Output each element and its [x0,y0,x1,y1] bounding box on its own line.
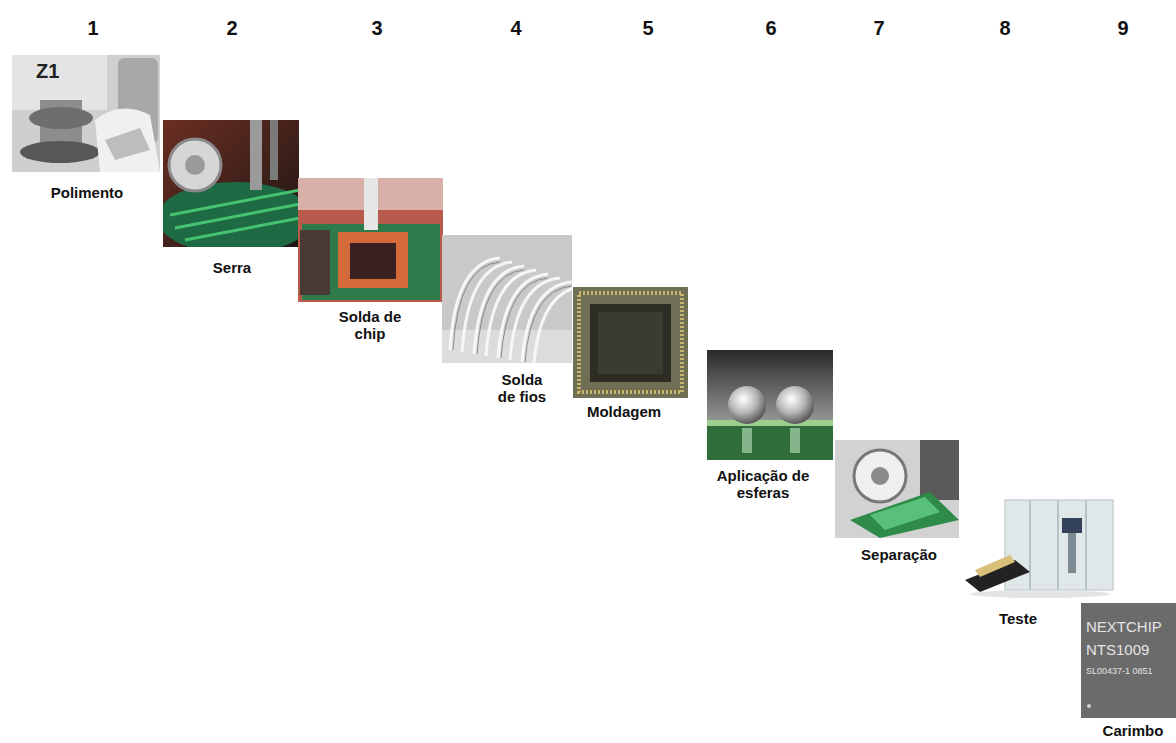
photo-ground [707,350,833,425]
ball-attach-photo [707,350,833,460]
step-number: 4 [496,17,536,39]
photo-ground [298,178,443,302]
step-photo-frame: Serra [163,120,299,276]
step-number: 2 [212,17,252,39]
saw-photo [163,120,299,247]
machine-marking: Z1 [36,60,59,82]
monitor-stand [1068,533,1076,573]
solder-ball [776,386,814,424]
machine-part [920,440,959,500]
machine-part [105,128,150,160]
molding-photo [573,287,688,398]
saw-arm [270,120,278,180]
reflection [790,428,800,453]
step-caption: Teste [973,610,1063,627]
wafer [163,182,299,247]
photo-ground [962,497,1116,598]
die-bond-photo [298,178,443,302]
saw-hub [185,155,205,175]
step-caption: Carimbo [1088,722,1176,739]
machine-part [29,107,93,129]
cabinet-panels [1030,500,1086,590]
step-number: 1 [73,17,113,39]
board-edge [707,420,833,426]
wafer-lines [170,190,299,240]
step-number: 9 [1103,17,1143,39]
pin-one-dot [1087,704,1091,708]
step-photo-frame: Moldagem [573,287,688,420]
step-number: 3 [357,17,397,39]
floor-shadow [970,590,1110,598]
solder-ball [728,386,766,424]
marked-chip [1081,603,1176,718]
chip-marking: SL00437-1 0851 [1086,667,1153,677]
step-photo-frame: Separação [835,440,959,563]
step-caption: Separação [844,546,954,563]
package [573,287,688,398]
wire-bond-photo [442,235,572,363]
chip-marking: NEXTCHIP [1086,619,1162,636]
chip [350,243,396,279]
step-number: 7 [859,17,899,39]
bond-head [364,178,378,230]
step-number: 5 [628,17,668,39]
step-caption: Solda de fios [491,371,553,405]
step-caption: Moldagem [574,403,674,420]
machine-part [95,109,160,172]
saw-disk [854,450,906,502]
bond-wires [450,258,572,363]
step-caption: Aplicação de esferas [698,467,828,501]
package-pins [579,293,682,392]
machine-part [300,230,330,295]
saw-arm [250,120,262,190]
saw-disk [169,139,221,191]
test-head-part [975,555,1015,577]
tester-cabinet [1005,500,1113,590]
machine-part [20,141,100,163]
step-photo-frame: Solda de fios [442,235,572,405]
wire-shadows [453,262,572,362]
photo-ground [835,440,959,538]
tester-photo [962,497,1116,598]
chip-frame [338,232,408,288]
photo-ground [12,55,160,172]
chip-marking: NTS1009 [1086,642,1149,659]
step-photo-frame: Solda de chip [298,178,443,342]
marking-photo [1081,603,1176,718]
step-caption: Solda de chip [330,308,410,342]
step-caption: Polimento [27,184,147,201]
polishing-photo [12,55,160,172]
step-caption: Serra [177,259,287,276]
step-number: 8 [985,17,1025,39]
board [707,420,833,460]
photo-ground [442,235,572,363]
monitor [1062,518,1082,533]
package-body [590,304,671,382]
saw-hub [871,467,889,485]
step-photo-frame: Polimento [12,55,160,201]
step-photo-frame: Teste [962,497,1116,627]
reflection [742,428,752,453]
die-area [598,312,663,374]
step-photo-frame: Aplicação de esferas [707,350,833,501]
singulation-photo [835,440,959,538]
step-number: 6 [751,17,791,39]
